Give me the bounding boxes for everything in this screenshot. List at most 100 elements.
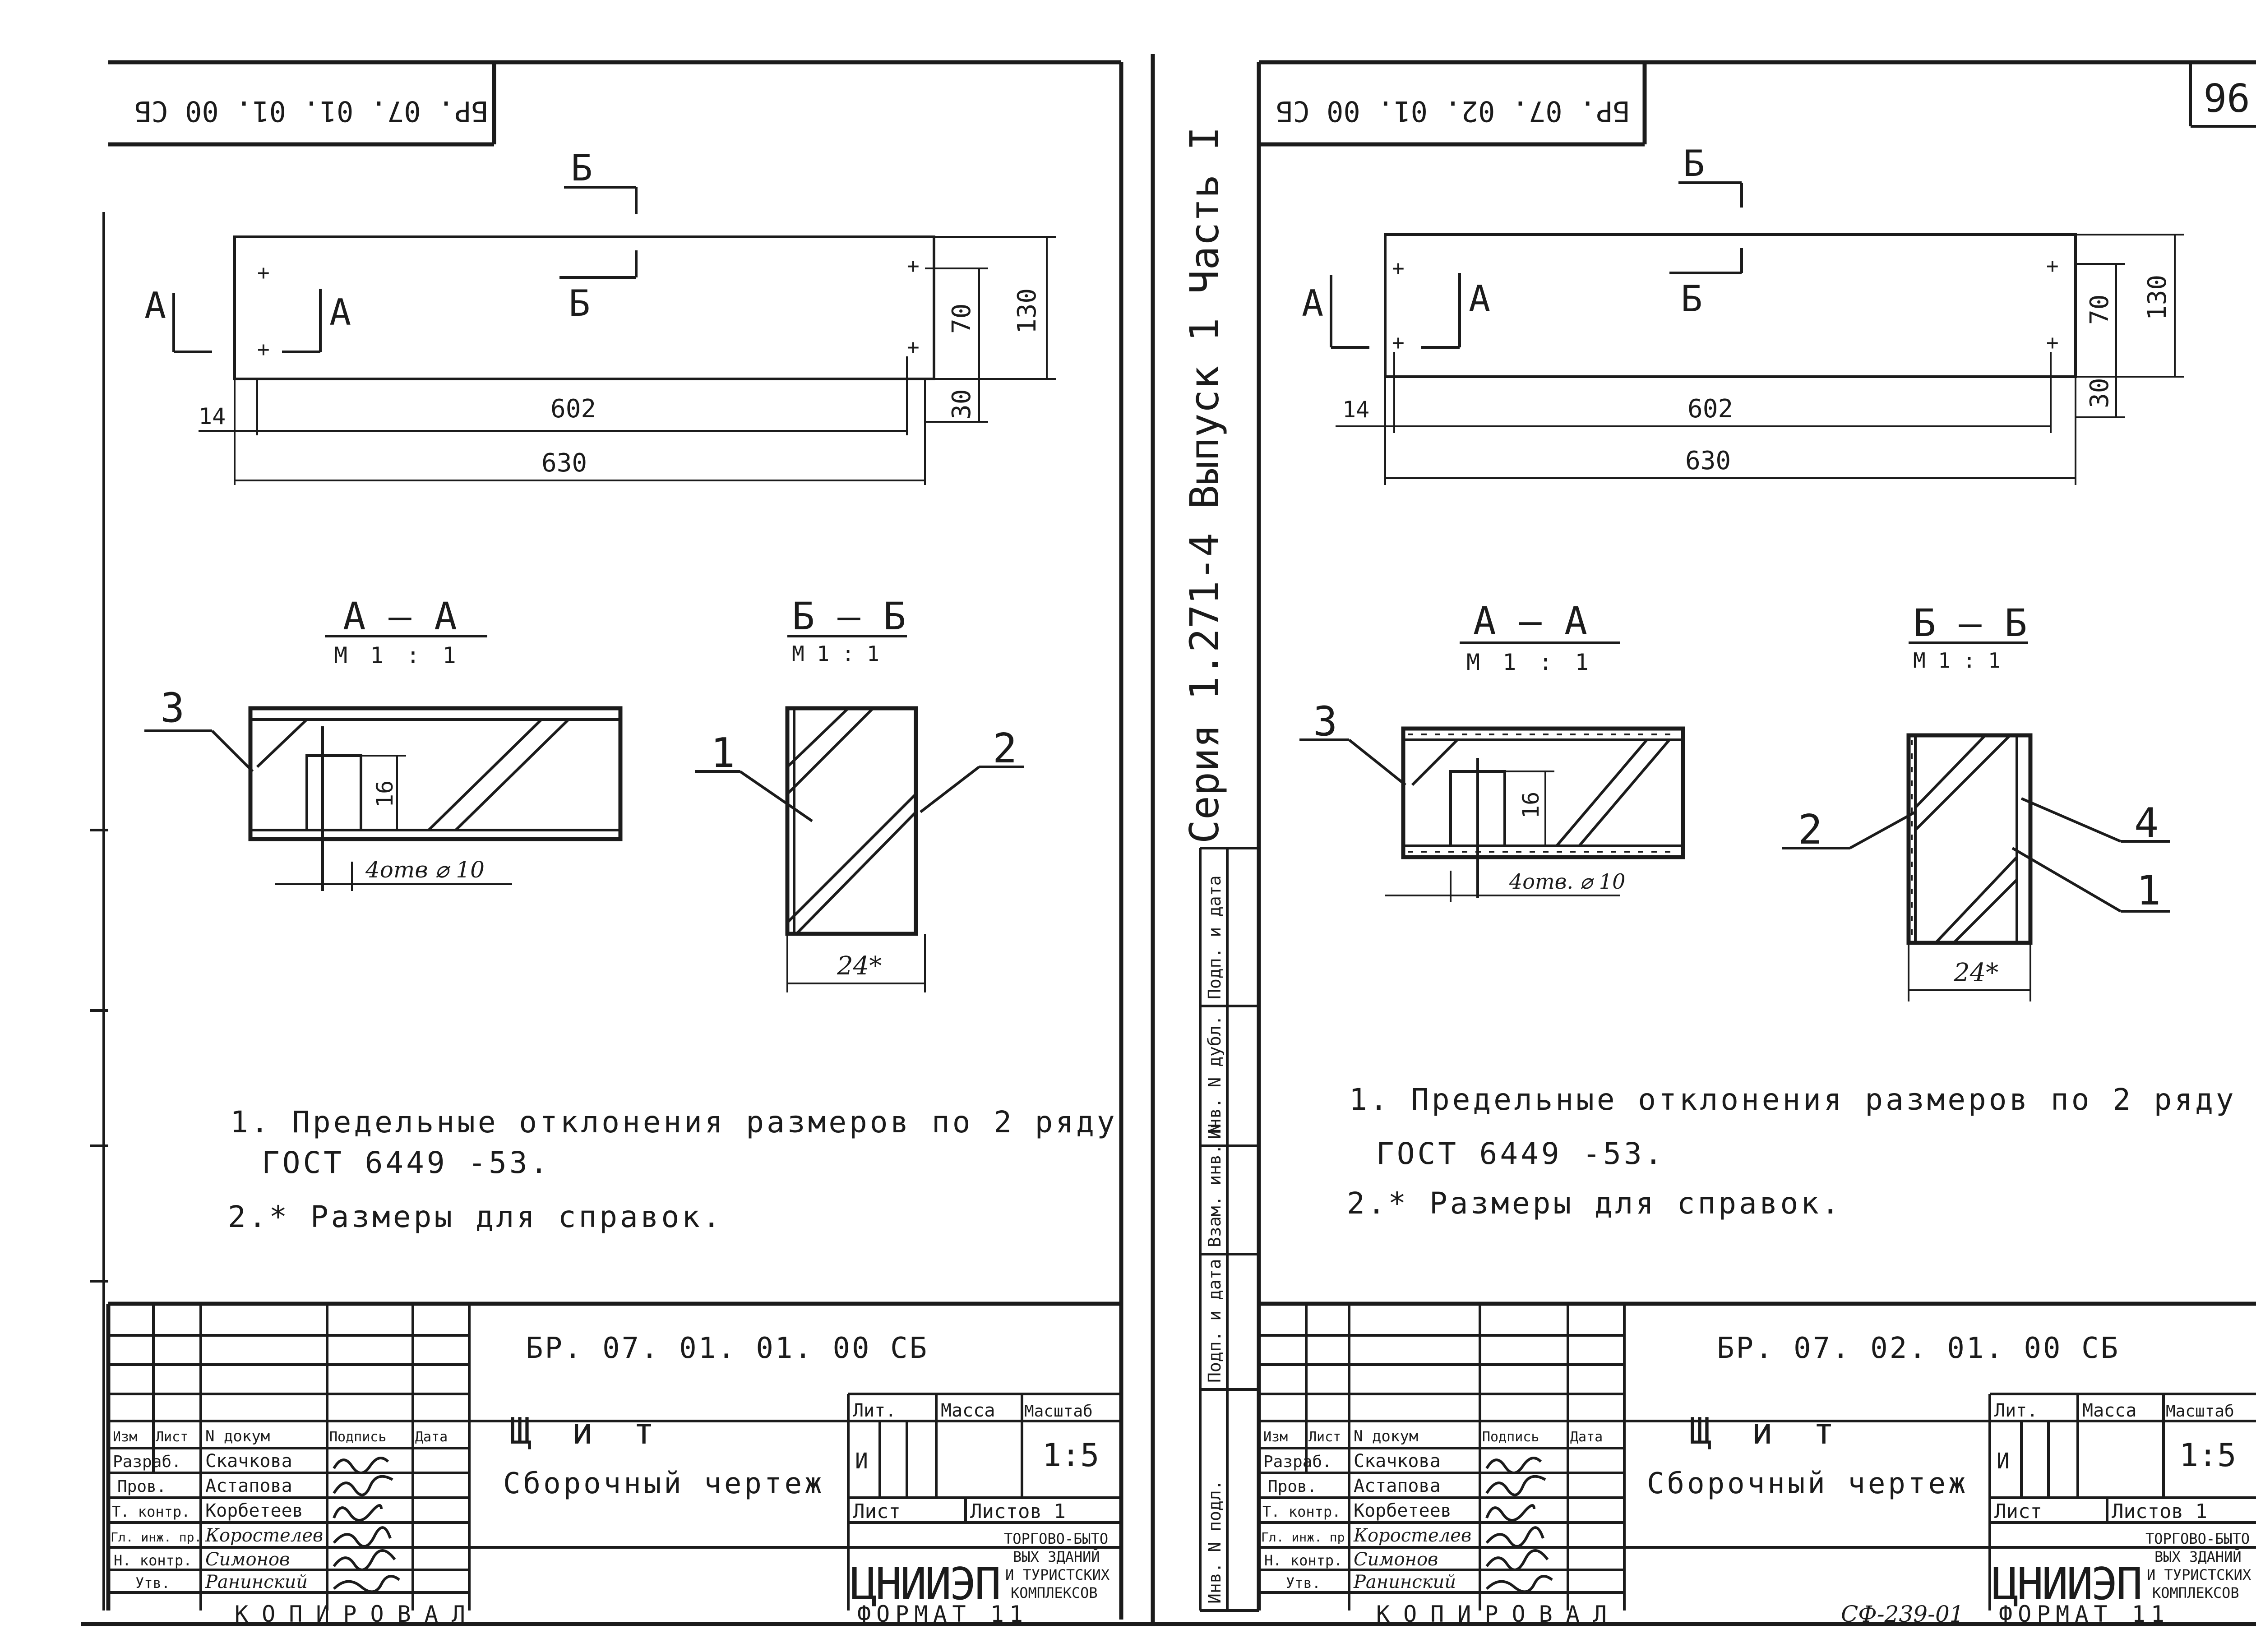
dim-30: 30 [2085, 378, 2114, 408]
note-1b: ГОСТ 6449 -53. [262, 1145, 550, 1180]
name-prov: Астапова [1354, 1476, 1441, 1496]
sheets-label: Листов 1 [970, 1500, 1066, 1523]
notes-right: 1. Предельные отклонения размеров по 2 р… [1347, 1082, 2234, 1221]
dim-130: 130 [2143, 275, 2172, 320]
name-razrab: Скачкова [1354, 1451, 1441, 1472]
hdr-list: Лист [156, 1429, 188, 1445]
dim-16: 16 [372, 780, 398, 808]
scale-value: 1:5 [1042, 1437, 1099, 1474]
item-subname: Сборочный чертеж [1647, 1467, 1969, 1500]
stamp-dubl: Инв. N дубл. [1205, 1015, 1225, 1139]
note-2: 2.* Размеры для справок. [228, 1200, 723, 1234]
dim-70: 70 [2085, 295, 2114, 325]
org-desc-3: И ТУРИСТСКИХ [1005, 1566, 1110, 1583]
section-aa-title: А — А [1473, 599, 1587, 643]
role-prov: Пров. [1268, 1477, 1317, 1496]
section-mark-a: А [1469, 278, 1490, 320]
name-tkontr: Корбетеев [205, 1500, 303, 1521]
hole-mark: + [2046, 254, 2059, 278]
page-number: 96 [2203, 74, 2250, 119]
callout-4: 4 [2134, 799, 2159, 847]
section-mark-a: А [1302, 282, 1323, 324]
section-mark-b: Б [1681, 278, 1702, 320]
dim-24: 24* [1953, 958, 1998, 988]
org-desc-2: ВЫХ ЗДАНИЙ [1013, 1548, 1100, 1565]
role-utv: Утв. [135, 1574, 170, 1592]
hole-mark: + [1392, 330, 1405, 355]
dim-24: 24* [837, 951, 882, 981]
hole-mark: + [257, 260, 270, 285]
signatures [333, 1457, 400, 1593]
hole-mark: + [907, 335, 920, 359]
dim-14: 14 [199, 403, 226, 429]
sheet-label: Лист [853, 1500, 901, 1523]
section-aa-title: А — А [343, 594, 457, 638]
hdr-podp: Подпись [1482, 1429, 1539, 1445]
lit-value: И [1997, 1449, 2010, 1474]
hole-mark: + [1392, 256, 1405, 280]
section-aa-scale: М 1 : 1 [1466, 649, 1593, 675]
name-prov: Астапова [205, 1476, 292, 1496]
org-desc-2: ВЫХ ЗДАНИЙ [2154, 1548, 2242, 1565]
sheet-right: БР. 07. 02. 01. 00 СБ + + + + А А Б Б [1259, 62, 2256, 1610]
name-razrab: Скачкова [205, 1451, 292, 1472]
sheets-label: Листов 1 [2112, 1500, 2207, 1523]
section-mark-b: Б [571, 147, 592, 189]
format-stamp-right: ФОРМАТ 11 [1999, 1601, 2170, 1627]
callout-3: 3 [160, 684, 185, 732]
name-nkontr: Симонов [205, 1549, 290, 1570]
item-name: Щ и т [1690, 1410, 1844, 1452]
note-1b: ГОСТ 6449 -53. [1376, 1136, 1665, 1171]
stamp-podp-2: Подп. и дата [1205, 875, 1225, 999]
top-code-right: БР. 07. 02. 01. 00 СБ [1276, 95, 1630, 128]
callout-2: 2 [1798, 806, 1822, 854]
lit-value: И [855, 1449, 868, 1474]
hdr-data: Дата [1570, 1429, 1603, 1445]
hdr-izm: Изм [1263, 1429, 1288, 1445]
dim-130: 130 [1012, 288, 1042, 334]
org-logo: ЦНИИЭП [851, 1559, 999, 1610]
org-desc-1: ТОРГОВО-БЫТО [2145, 1530, 2250, 1547]
org-desc-4: КОМПЛЕКСОВ [1011, 1584, 1098, 1601]
role-nkontr: Н. контр. [114, 1552, 192, 1569]
hdr-podp: Подпись [329, 1429, 386, 1445]
archive-code: СФ-239-01 [1841, 1601, 1964, 1627]
role-nkontr: Н. контр. [1264, 1552, 1342, 1569]
scale-value: 1:5 [2179, 1437, 2236, 1474]
note-2: 2.* Размеры для справок. [1347, 1186, 1842, 1221]
callout-3: 3 [1313, 698, 1337, 745]
section-mark-a: А [329, 291, 351, 333]
name-nkontr: Симонов [1354, 1549, 1438, 1570]
dim-16: 16 [1518, 792, 1544, 819]
hdr-ndoc: N докум [205, 1427, 270, 1445]
title-block-right: БР. 07. 02. 01. 00 СБ Щ и т Сборочный че… [1259, 1301, 2256, 1610]
doc-code: БР. 07. 01. 01. 00 СБ [526, 1332, 929, 1365]
role-razrab: Разраб. [113, 1453, 181, 1471]
lit-label: Лит. [853, 1400, 896, 1421]
dim-602: 602 [550, 394, 596, 424]
stamp-inv-podl: Инв. N подл. [1205, 1480, 1225, 1604]
hdr-ndoc: N докум [1354, 1427, 1418, 1445]
section-aa-right: А — А М 1 : 1 16 4отв. ⌀ 10 3 [1299, 599, 1685, 902]
plan-view-right: + + + + А А Б Б 14 602 630 [1302, 143, 2184, 485]
sheet-label: Лист [1994, 1500, 2042, 1523]
name-utv: Ранинский [205, 1572, 308, 1592]
section-mark-b: Б [569, 282, 590, 324]
role-utv: Утв. [1286, 1574, 1321, 1592]
title-block-left: БР. 07. 01. 01. 00 СБ Щ и т Сборочный че… [108, 1301, 1121, 1610]
copied-stamp-left: КОПИРОВАЛ [235, 1601, 479, 1627]
section-bb-title: Б — Б [1913, 601, 2027, 645]
callout-1: 1 [711, 729, 735, 777]
stamp-podp-1: Подп. и дата [1205, 1259, 1225, 1383]
hole-mark: + [2046, 330, 2059, 355]
dim-630: 630 [1685, 446, 1731, 475]
role-tkontr: Т. контр. [1262, 1503, 1341, 1520]
callout-1: 1 [2136, 867, 2161, 914]
binding-stamp: Инв. N подл. Подп. и дата Взам. инв. N И… [1199, 847, 1259, 1612]
item-name: Щ и т [510, 1410, 664, 1452]
hole-label: 4отв. ⌀ 10 [1509, 869, 1625, 894]
name-glinzh: Коростелев [205, 1525, 323, 1546]
section-bb-scale: М 1 : 1 [792, 641, 879, 666]
callout-2: 2 [993, 725, 1017, 772]
